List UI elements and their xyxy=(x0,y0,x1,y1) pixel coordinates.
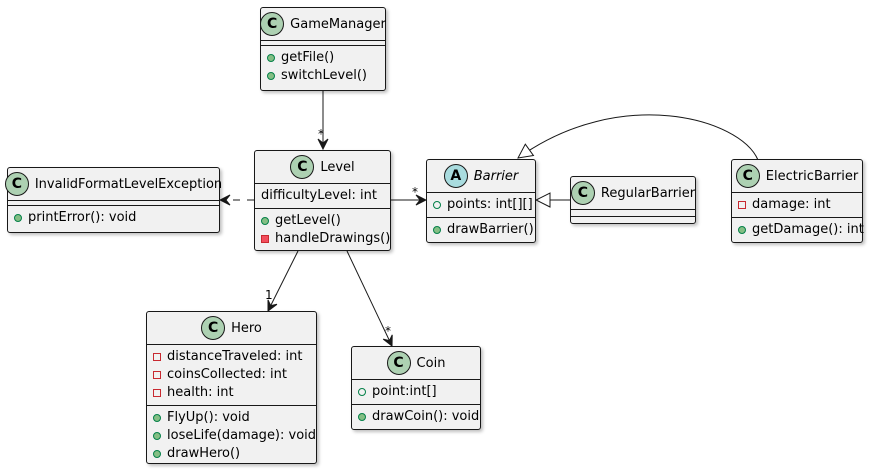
multiplicity-level-barrier: * xyxy=(412,185,418,199)
class-badge-icon: C xyxy=(4,172,29,196)
attribute: damage: int xyxy=(732,196,862,214)
private-field-icon xyxy=(153,371,161,379)
edge-level-hero xyxy=(268,250,299,311)
class-badge-icon: C xyxy=(386,351,411,375)
private-method-icon xyxy=(261,235,269,243)
class-invalidformatlevelexception[interactable]: C InvalidFormatLevelException printError… xyxy=(4,167,223,233)
class-name: RegularBarrier xyxy=(600,185,696,201)
method: handleDrawings() xyxy=(255,230,390,248)
class-name: ElectricBarrier xyxy=(765,168,859,184)
attribute: points: int[][] xyxy=(427,196,535,214)
class-gamemanager[interactable]: C GameManager getFile() switchLevel() xyxy=(260,7,386,91)
multiplicity-level-hero: 1 xyxy=(265,288,273,302)
class-coin[interactable]: C Coin point:int[] drawCoin(): void xyxy=(351,346,481,430)
class-electricbarrier[interactable]: C ElectricBarrier damage: int getDamage(… xyxy=(731,159,864,243)
public-method-icon xyxy=(153,450,161,458)
class-name: Barrier xyxy=(473,168,519,184)
public-method-icon xyxy=(14,214,22,222)
edge-level-coin xyxy=(346,250,392,346)
public-field-icon xyxy=(433,201,441,209)
class-name: Coin xyxy=(416,355,446,371)
method: drawBarrier() xyxy=(427,221,535,239)
public-method-icon xyxy=(153,414,161,422)
class-badge-icon: C xyxy=(201,316,226,340)
attribute: coinsCollected: int xyxy=(147,366,316,384)
method: getDamage(): int xyxy=(732,221,864,239)
method: loseLife(damage): void xyxy=(147,427,316,445)
class-barrier[interactable]: A Barrier points: int[][] drawBarrier() xyxy=(426,159,536,243)
public-method-icon xyxy=(267,54,275,62)
method: drawHero() xyxy=(147,445,316,463)
class-badge-icon: C xyxy=(260,12,285,36)
class-name: GameManager xyxy=(290,16,386,32)
method: drawCoin(): void xyxy=(352,408,480,426)
method: printError(): void xyxy=(8,209,219,227)
method: getFile() xyxy=(261,49,385,67)
edge-electric-barrier xyxy=(518,114,759,161)
class-hero[interactable]: C Hero distanceTraveled: int coinsCollec… xyxy=(146,311,317,464)
public-method-icon xyxy=(358,413,366,421)
public-method-icon xyxy=(433,226,441,234)
private-field-icon xyxy=(738,201,746,209)
method: getLevel() xyxy=(255,212,390,230)
class-badge-icon: C xyxy=(735,164,760,188)
attribute: point:int[] xyxy=(352,383,480,401)
public-method-icon xyxy=(738,226,746,234)
class-regularbarrier[interactable]: C RegularBarrier xyxy=(570,176,696,224)
attribute: health: int xyxy=(147,384,316,402)
class-level[interactable]: C Level difficultyLevel: int getLevel() … xyxy=(254,150,391,251)
method: switchLevel() xyxy=(261,67,385,85)
private-field-icon xyxy=(153,389,161,397)
public-method-icon xyxy=(153,432,161,440)
abstract-badge-icon: A xyxy=(443,164,468,188)
class-name: Hero xyxy=(231,320,262,336)
public-method-icon xyxy=(261,217,269,225)
class-badge-icon: C xyxy=(570,181,595,205)
method: FlyUp(): void xyxy=(147,409,316,427)
public-method-icon xyxy=(267,72,275,80)
class-name: Level xyxy=(320,159,355,175)
multiplicity-level-coin: * xyxy=(385,324,391,338)
multiplicity-gm-level: * xyxy=(318,127,324,141)
attribute: distanceTraveled: int xyxy=(147,348,316,366)
private-field-icon xyxy=(153,353,161,361)
attribute: difficultyLevel: int xyxy=(261,188,377,203)
class-badge-icon: C xyxy=(290,155,315,179)
class-name: InvalidFormatLevelException xyxy=(34,176,223,192)
public-field-icon xyxy=(358,388,366,396)
